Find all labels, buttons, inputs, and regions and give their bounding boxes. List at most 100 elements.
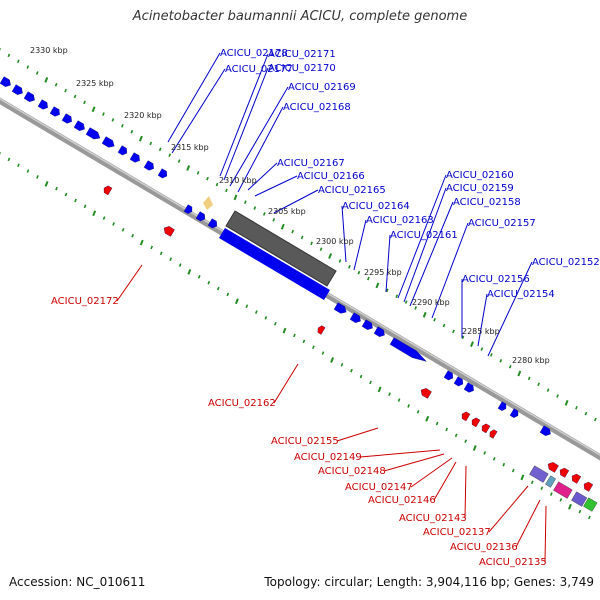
forward-gene-arrow[interactable] <box>23 91 35 102</box>
forward-gene-arrow[interactable] <box>101 136 115 148</box>
tick-mark <box>594 417 597 422</box>
colored-feature-block[interactable] <box>529 465 549 483</box>
forward-gene-arrow[interactable] <box>0 76 11 87</box>
reverse-gene-arrow[interactable] <box>420 388 432 399</box>
colored-feature-block[interactable] <box>583 497 598 512</box>
reverse-gene-label[interactable]: ACICU_02155 <box>271 436 339 447</box>
forward-gene-label[interactable]: ACICU_02167 <box>277 158 345 169</box>
reverse-gene-arrow[interactable] <box>571 473 582 484</box>
highlighted-gene[interactable] <box>203 196 213 210</box>
forward-gene-label[interactable]: ACICU_02166 <box>297 171 365 182</box>
reverse-gene-arrow[interactable] <box>461 411 471 422</box>
reverse-gene-label[interactable]: ACICU_02135 <box>479 557 547 568</box>
forward-gene-label[interactable]: ACICU_02168 <box>283 102 351 113</box>
forward-gene-arrow[interactable] <box>349 312 361 323</box>
tick-mark <box>44 180 49 187</box>
forward-gene-arrow[interactable] <box>443 370 454 381</box>
reverse-gene-label[interactable]: ACICU_02137 <box>423 527 491 538</box>
forward-gene-arrow[interactable] <box>117 145 128 156</box>
tick-mark <box>64 192 68 197</box>
forward-gene-arrow[interactable] <box>183 204 193 214</box>
tick-mark <box>272 218 276 222</box>
forward-gene-label[interactable]: ACICU_02156 <box>462 274 530 285</box>
forward-gene-label[interactable]: ACICU_02177 <box>225 64 293 75</box>
reverse-gene-label[interactable]: ACICU_02148 <box>318 466 386 477</box>
forward-gene-label[interactable]: ACICU_02160 <box>446 170 514 181</box>
forward-gene-label[interactable]: ACICU_02152 <box>532 257 600 268</box>
forward-gene-long[interactable] <box>219 228 330 300</box>
forward-gene-arrow[interactable] <box>73 120 85 131</box>
reverse-gene-arrow[interactable] <box>583 481 594 492</box>
forward-gene-label[interactable]: ACICU_02157 <box>468 218 536 229</box>
tick-mark <box>197 274 201 279</box>
forward-gene-arrow[interactable] <box>389 337 427 362</box>
forward-gene-label[interactable]: ACICU_02161 <box>390 230 458 241</box>
forward-gene-arrow[interactable] <box>11 84 23 95</box>
forward-gene-label[interactable]: ACICU_02159 <box>446 183 514 194</box>
forward-gene-arrow[interactable] <box>207 218 218 229</box>
tick-mark <box>234 298 239 305</box>
forward-gene-label[interactable]: ACICU_02164 <box>342 201 410 212</box>
reverse-gene-label[interactable]: ACICU_02146 <box>368 495 436 506</box>
forward-gene-arrow[interactable] <box>333 302 347 314</box>
forward-gene-arrow[interactable] <box>509 408 519 418</box>
forward-gene-label[interactable]: ACICU_02178 <box>220 48 288 59</box>
forward-gene-arrow[interactable] <box>361 319 373 330</box>
reverse-gene-arrow[interactable] <box>163 226 175 237</box>
tick-mark <box>83 100 86 105</box>
reverse-gene-arrow[interactable] <box>481 423 491 434</box>
forward-gene-arrow[interactable] <box>143 160 154 171</box>
reverse-gene-label[interactable]: ACICU_02136 <box>450 542 518 553</box>
reverse-gene-label[interactable]: ACICU_02172 <box>51 296 119 307</box>
tick-mark <box>422 311 427 318</box>
forward-gene-arrow[interactable] <box>453 376 464 387</box>
forward-gene-label[interactable]: ACICU_02170 <box>268 63 336 74</box>
tick-mark <box>416 410 420 414</box>
tick-mark <box>264 316 268 320</box>
tick-mark <box>262 212 266 216</box>
forward-gene-arrow[interactable] <box>129 152 140 163</box>
tick-mark <box>404 300 408 304</box>
forward-gene-label[interactable]: ACICU_02169 <box>288 82 356 93</box>
selected-region-block[interactable] <box>225 210 337 287</box>
forward-gene-arrow[interactable] <box>373 326 385 337</box>
forward-gene-arrow[interactable] <box>49 106 60 117</box>
reverse-gene-label[interactable]: ACICU_02143 <box>399 513 467 524</box>
tick-mark <box>483 451 487 455</box>
forward-gene-label[interactable]: ACICU_02154 <box>487 289 555 300</box>
reverse-gene-label[interactable]: ACICU_02149 <box>294 452 362 463</box>
reverse-gene-arrow[interactable] <box>103 185 113 196</box>
reverse-gene-arrow[interactable] <box>489 429 498 439</box>
forward-gene-arrow[interactable] <box>61 113 72 124</box>
colored-feature-block[interactable] <box>553 481 573 499</box>
forward-gene-arrow[interactable] <box>157 168 168 179</box>
tick-mark <box>527 376 531 381</box>
colored-feature-block[interactable] <box>571 491 588 507</box>
forward-gene-arrow[interactable] <box>195 211 206 222</box>
tick-mark <box>186 165 191 171</box>
reverse-gene-label[interactable]: ACICU_02147 <box>345 482 413 493</box>
forward-gene-arrow[interactable] <box>539 425 551 436</box>
leader-line <box>433 461 457 501</box>
reverse-gene-arrow[interactable] <box>317 325 326 335</box>
tick-mark <box>511 468 515 473</box>
forward-gene-arrow[interactable] <box>85 127 101 140</box>
leader-line <box>116 264 143 302</box>
forward-gene-arrow[interactable] <box>463 382 474 393</box>
forward-gene-arrow[interactable] <box>497 401 507 411</box>
reverse-gene-arrow[interactable] <box>471 417 481 428</box>
forward-gene-label[interactable]: ACICU_02165 <box>318 185 386 196</box>
forward-gene-label[interactable]: ACICU_02163 <box>366 215 434 226</box>
forward-gene-arrow[interactable] <box>37 99 48 110</box>
reverse-gene-arrow[interactable] <box>559 467 570 478</box>
forward-gene-label[interactable]: ACICU_02171 <box>268 49 336 60</box>
scale-label: 2300 kbp <box>316 237 354 246</box>
tick-mark <box>187 269 192 275</box>
reverse-gene-arrow[interactable] <box>547 462 559 473</box>
colored-feature-block[interactable] <box>545 475 556 488</box>
scale-label: 2310 kbp <box>219 176 257 185</box>
forward-gene-label[interactable]: ACICU_02158 <box>453 197 521 208</box>
reverse-gene-label[interactable]: ACICU_02162 <box>208 398 276 409</box>
